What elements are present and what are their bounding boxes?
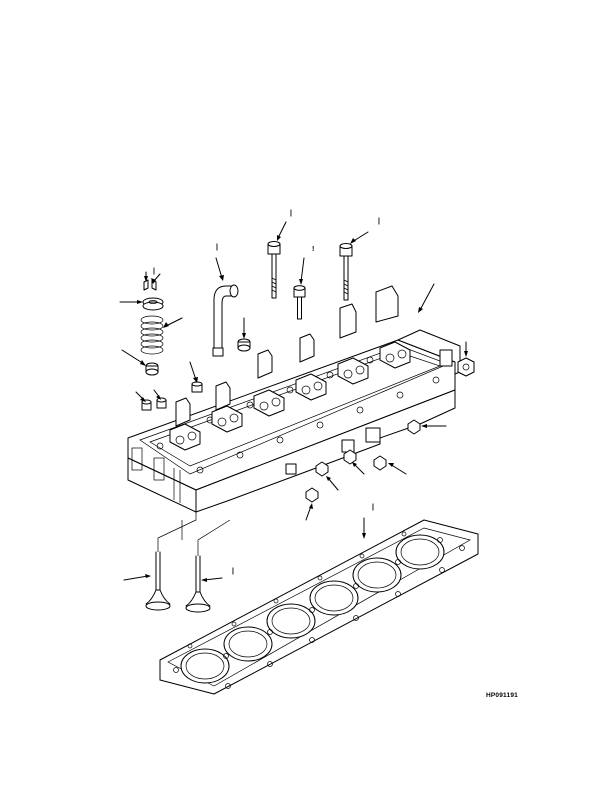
ref-mark-gasket: | xyxy=(372,504,374,511)
head-bolt-long-rear xyxy=(339,243,353,301)
head-bolt-short xyxy=(293,285,306,320)
plug-left-a xyxy=(191,381,203,393)
plug-bottom xyxy=(305,487,319,503)
callout-arrows xyxy=(119,221,468,582)
sealing-washer xyxy=(237,338,251,352)
plug-left-c xyxy=(156,397,167,409)
figure-id-label: HP091191 xyxy=(486,692,518,699)
ref-mark-rear-bolt: | xyxy=(378,218,380,225)
plug-right-b xyxy=(373,455,387,471)
valve-spring xyxy=(140,315,164,355)
head-bolt-long-front xyxy=(267,241,281,299)
head-gasket xyxy=(159,519,479,695)
spring-retainer xyxy=(142,297,164,311)
plug-left-b xyxy=(141,399,152,411)
cylinder-head xyxy=(127,285,461,513)
ref-mark-top-bolt: | xyxy=(290,210,292,217)
exhaust-valve xyxy=(185,555,211,613)
ref-mark-collets: | xyxy=(153,268,155,275)
fuel-connector-nut xyxy=(457,357,475,377)
ref-mark-injector-tube: | xyxy=(216,244,218,251)
intake-valve xyxy=(145,551,171,611)
ref-mark-short-bolt: ! xyxy=(312,246,315,253)
plug-mid-b xyxy=(315,461,329,477)
valve-stem-seal xyxy=(145,362,159,376)
plug-mid-a xyxy=(343,449,357,465)
injector-tube xyxy=(212,284,239,357)
ref-mark-exhaust-valve: | xyxy=(232,568,234,575)
plug-right-a xyxy=(407,419,421,435)
